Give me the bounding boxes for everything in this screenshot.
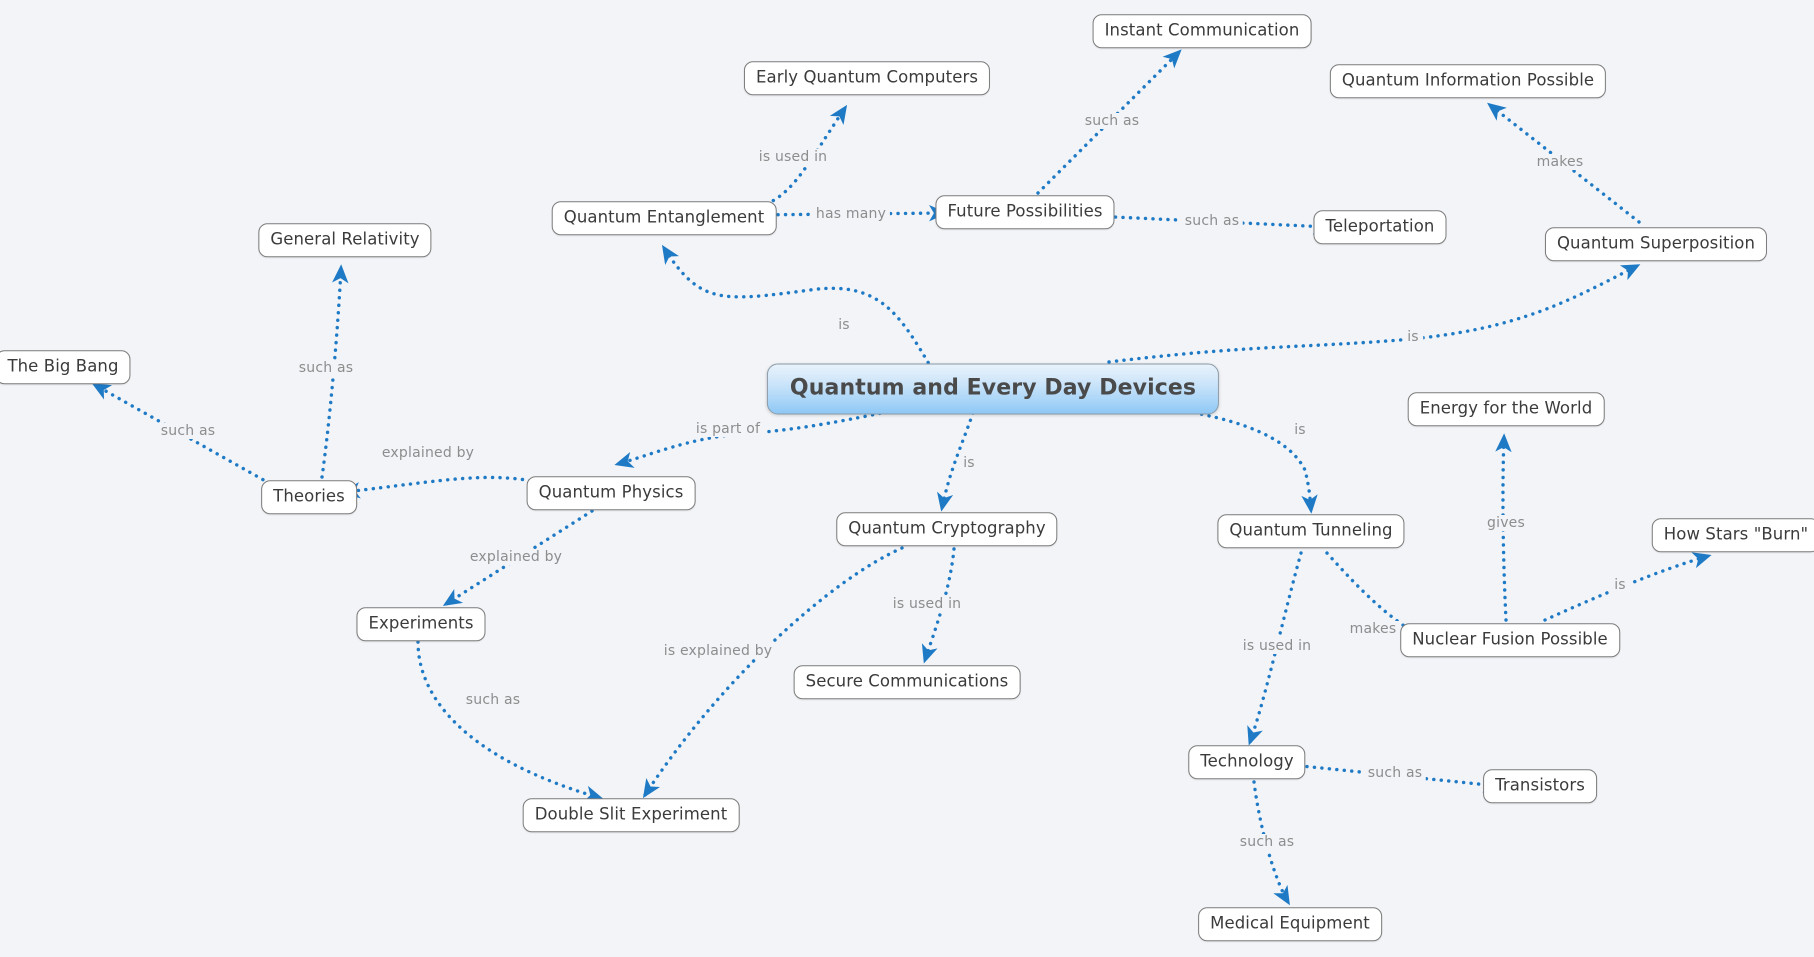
edge-label: is bbox=[959, 455, 979, 471]
node-teleportation[interactable]: Teleportation bbox=[1313, 210, 1447, 244]
node-future[interactable]: Future Possibilities bbox=[935, 195, 1115, 229]
node-experiments[interactable]: Experiments bbox=[356, 607, 486, 641]
edge bbox=[1058, 397, 1318, 514]
node-instantcomm[interactable]: Instant Communication bbox=[1092, 14, 1312, 48]
node-bigbang[interactable]: The Big Bang bbox=[0, 350, 131, 384]
edge-label: is bbox=[1610, 577, 1630, 593]
edge bbox=[1487, 102, 1641, 224]
edge-label: is bbox=[834, 317, 854, 333]
edge-label: such as bbox=[294, 360, 358, 376]
edge bbox=[442, 509, 594, 607]
edge-path bbox=[1325, 551, 1428, 640]
edge bbox=[416, 640, 604, 802]
node-earlyqc[interactable]: Early Quantum Computers bbox=[743, 61, 991, 95]
node-generalrel[interactable]: General Relativity bbox=[258, 223, 432, 257]
node-doubleslit[interactable]: Double Slit Experiment bbox=[522, 798, 740, 832]
edge bbox=[1091, 214, 1332, 235]
node-technology[interactable]: Technology bbox=[1188, 745, 1306, 779]
node-tunneling[interactable]: Quantum Tunneling bbox=[1217, 514, 1405, 548]
node-theories[interactable]: Theories bbox=[261, 480, 357, 514]
node-energyworld[interactable]: Energy for the World bbox=[1407, 392, 1605, 426]
edge-label: is part of bbox=[691, 421, 765, 437]
edge-label: such as bbox=[1180, 213, 1244, 229]
node-transistors[interactable]: Transistors bbox=[1483, 769, 1597, 803]
edge-path bbox=[642, 546, 904, 799]
node-entanglement[interactable]: Quantum Entanglement bbox=[551, 201, 777, 235]
edge-label: is used in bbox=[1238, 638, 1316, 654]
edge-path bbox=[661, 244, 934, 371]
edge-path bbox=[442, 509, 594, 607]
edge bbox=[642, 546, 904, 799]
edge bbox=[1036, 49, 1182, 195]
edge bbox=[1495, 433, 1512, 622]
edge-label: has many bbox=[811, 206, 891, 222]
edge-path bbox=[1036, 49, 1182, 195]
edge-path bbox=[1107, 264, 1641, 364]
edge-path bbox=[320, 264, 349, 479]
node-qphysics[interactable]: Quantum Physics bbox=[526, 476, 696, 510]
edge-path bbox=[1495, 433, 1512, 622]
edge bbox=[1107, 264, 1641, 364]
edge-label: such as bbox=[156, 423, 220, 439]
node-fusion[interactable]: Nuclear Fusion Possible bbox=[1400, 623, 1620, 657]
edge bbox=[341, 475, 554, 499]
edge-label: makes bbox=[1532, 154, 1588, 170]
edge-path bbox=[937, 411, 975, 512]
edge bbox=[1252, 780, 1290, 906]
edge-path bbox=[1058, 397, 1318, 514]
edge-label: explained by bbox=[465, 549, 567, 565]
node-medequip[interactable]: Medical Equipment bbox=[1198, 907, 1382, 941]
edge bbox=[661, 244, 934, 371]
edge-label: is explained by bbox=[659, 643, 777, 659]
edge-path bbox=[1091, 214, 1332, 235]
edge-label: explained by bbox=[377, 445, 479, 461]
edge bbox=[1325, 551, 1428, 640]
node-superposition[interactable]: Quantum Superposition bbox=[1544, 227, 1768, 261]
edge-label: is used in bbox=[888, 596, 966, 612]
node-howstars[interactable]: How Stars "Burn" bbox=[1651, 518, 1814, 552]
node-qinfo[interactable]: Quantum Information Possible bbox=[1329, 64, 1607, 98]
edge-path bbox=[341, 475, 554, 499]
edge-label: is used in bbox=[754, 149, 832, 165]
node-qcrypto[interactable]: Quantum Cryptography bbox=[836, 512, 1058, 546]
edge-label: makes bbox=[1345, 621, 1401, 637]
edge-label: is bbox=[1290, 422, 1310, 438]
edge bbox=[320, 264, 349, 479]
edge-label: such as bbox=[461, 692, 525, 708]
edge-path bbox=[416, 640, 604, 802]
edge-label: gives bbox=[1483, 515, 1529, 531]
edge-label: such as bbox=[1080, 113, 1144, 129]
edge-path bbox=[1487, 102, 1641, 224]
edge-label: such as bbox=[1363, 765, 1427, 781]
node-securecomm[interactable]: Secure Communications bbox=[793, 665, 1021, 699]
edge-path bbox=[1252, 780, 1290, 906]
edge-label: is bbox=[1403, 329, 1423, 345]
edge bbox=[937, 411, 975, 512]
central-node[interactable]: Quantum and Every Day Devices bbox=[766, 363, 1220, 415]
edge-label: such as bbox=[1235, 834, 1299, 850]
